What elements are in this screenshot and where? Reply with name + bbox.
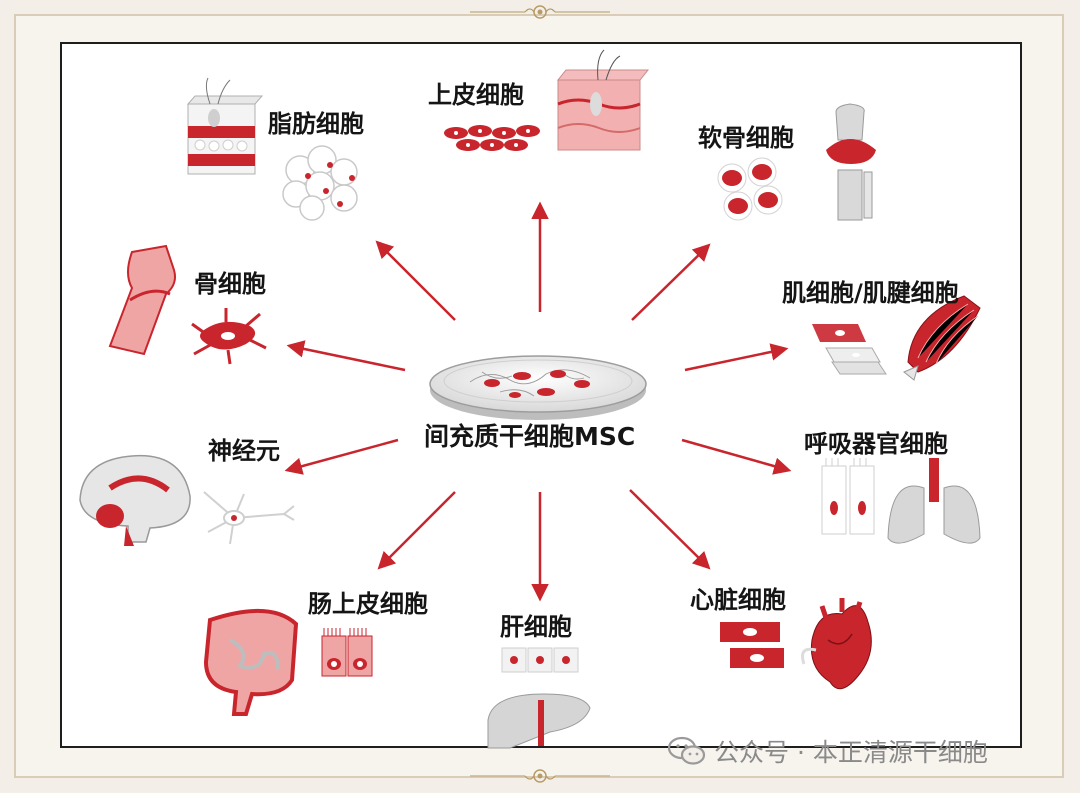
bottom-ornament [470, 769, 610, 783]
arrow-to-osteocyte [286, 340, 406, 372]
label-respiratory: 呼吸器官细胞 [804, 430, 948, 458]
arrow-to-muscle [684, 343, 789, 372]
arrow-to-chondrocyte [631, 243, 711, 321]
center-label-msc: 间充质干细胞MSC [424, 422, 636, 451]
petri-dish-icon [429, 355, 647, 420]
epithelial-cells-icon [444, 125, 540, 151]
label-cardiomyocyte: 心脏细胞 [690, 586, 786, 614]
intestinal-cells-icon [321, 628, 373, 677]
label-intestinal: 肠上皮细胞 [308, 590, 428, 618]
osteocyte-icon [191, 308, 267, 365]
arrow-to-adipocyte [375, 240, 456, 321]
knee-joint-icon [826, 103, 876, 221]
lungs-icon [887, 458, 981, 544]
liver-icon [487, 693, 591, 749]
neuron-icon [203, 491, 295, 545]
label-osteocyte: 骨细胞 [194, 270, 266, 298]
label-neuron: 神经元 [208, 437, 280, 465]
chondrocytes-icon [717, 157, 783, 221]
arrows [284, 201, 792, 602]
label-adipocyte: 脂肪细胞 [268, 110, 364, 138]
label-chondrocyte: 软骨细胞 [698, 124, 794, 152]
intestine-icon [203, 609, 299, 716]
heart-icon [801, 598, 872, 690]
arrow-to-cardiomyocyte [629, 489, 711, 570]
label-hepatocyte: 肝细胞 [500, 613, 572, 641]
arrow-to-neuron [284, 438, 399, 475]
adipocyte-cluster-icon [282, 145, 358, 221]
arrow-to-respiratory [681, 438, 792, 475]
brain-icon [79, 454, 191, 546]
top-ornament [470, 5, 610, 19]
muscle-icon [903, 295, 981, 381]
label-muscle-tendon: 肌细胞/肌腱细胞 [782, 279, 959, 307]
skin-tissue-icon [556, 49, 650, 151]
arrow-to-intestinal [377, 491, 456, 570]
hepatocytes-icon [501, 647, 579, 673]
watermark-text: 公众号 · 本正清源干细胞 [714, 738, 988, 767]
muscle-cells-icon [812, 324, 887, 375]
respiratory-cells-icon [821, 458, 875, 535]
wechat-icon [668, 736, 706, 765]
adipose-tissue-icon [186, 77, 264, 175]
watermark: 公众号 · 本正清源干细胞 [668, 734, 988, 768]
cardiomyocytes-icon [720, 622, 784, 668]
label-epithelial: 上皮细胞 [428, 81, 524, 109]
bone-icon [108, 244, 176, 356]
